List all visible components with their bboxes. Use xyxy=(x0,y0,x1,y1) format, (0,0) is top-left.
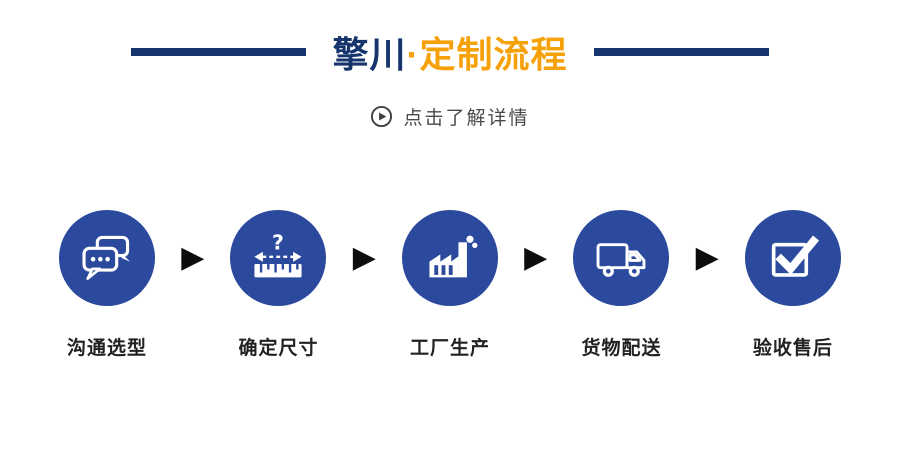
step-label: 验收售后 xyxy=(752,338,833,359)
arrow-right-icon: ▶ xyxy=(524,241,548,274)
subtitle-text: 点击了解详情 xyxy=(403,108,530,129)
truck-icon xyxy=(573,210,670,306)
ruler-icon: ? xyxy=(230,210,327,306)
process-steps: 沟通选型 ▶ ? xyxy=(54,210,846,360)
brand-name: 擎川 xyxy=(332,34,407,75)
step-sizing: ? 确定尺寸 xyxy=(225,210,331,360)
svg-text:?: ? xyxy=(273,231,285,255)
step-label: 沟通选型 xyxy=(66,338,147,359)
page-title: 擎川·定制流程 xyxy=(332,26,567,78)
step-delivery: 货物配送 xyxy=(568,210,674,360)
step-label: 确定尺寸 xyxy=(238,338,319,359)
custom-process-section: 擎川·定制流程 点击了解详情 xyxy=(0,0,900,360)
learn-more-link[interactable]: 点击了解详情 xyxy=(0,103,900,130)
arrow-right-icon: ▶ xyxy=(695,241,719,274)
step-label: 工厂生产 xyxy=(409,338,490,359)
step-communication: 沟通选型 xyxy=(54,210,160,360)
arrow-right-icon: ▶ xyxy=(181,241,205,274)
check-icon xyxy=(744,210,841,306)
arrow-right-icon: ▶ xyxy=(352,241,376,274)
section-title-row: 擎川·定制流程 xyxy=(0,0,900,78)
play-icon xyxy=(370,105,393,128)
title-suffix: ·定制流程 xyxy=(406,34,568,75)
step-production: 工厂生产 xyxy=(397,210,503,360)
title-left-bar xyxy=(131,48,307,56)
step-aftersales: 验收售后 xyxy=(740,210,846,360)
chat-icon xyxy=(59,210,155,306)
factory-icon xyxy=(401,210,498,306)
title-right-bar xyxy=(593,48,769,56)
step-label: 货物配送 xyxy=(581,338,662,359)
